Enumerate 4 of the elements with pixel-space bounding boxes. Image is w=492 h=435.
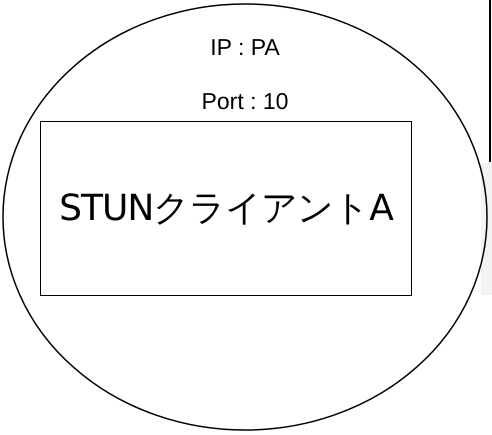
address-label: IP : PA — [209, 33, 281, 61]
client-box — [40, 121, 412, 296]
address-label: Port : 10 — [200, 87, 290, 115]
client-label: STUNクライアントA — [59, 187, 393, 231]
